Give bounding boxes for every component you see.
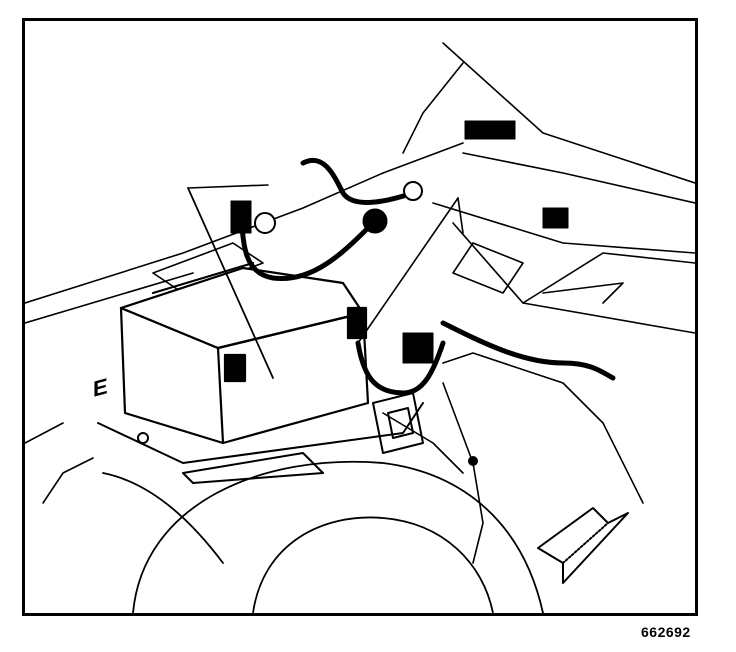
battery-label: [223, 353, 247, 383]
body-mark-letter: E: [93, 373, 108, 402]
battery-tray: [97, 392, 478, 484]
front-arrow-icon: [537, 507, 629, 584]
illustration-frame: E: [22, 18, 698, 616]
figure-number: 662692: [641, 624, 691, 640]
callout-lines: [187, 184, 464, 379]
wheel-well: [102, 460, 544, 613]
cable-terminals: [230, 120, 569, 364]
battery: [119, 261, 370, 445]
battery-cables: [238, 157, 616, 396]
battery-illustration: [25, 42, 695, 613]
trunk-body-lines: [25, 42, 695, 564]
